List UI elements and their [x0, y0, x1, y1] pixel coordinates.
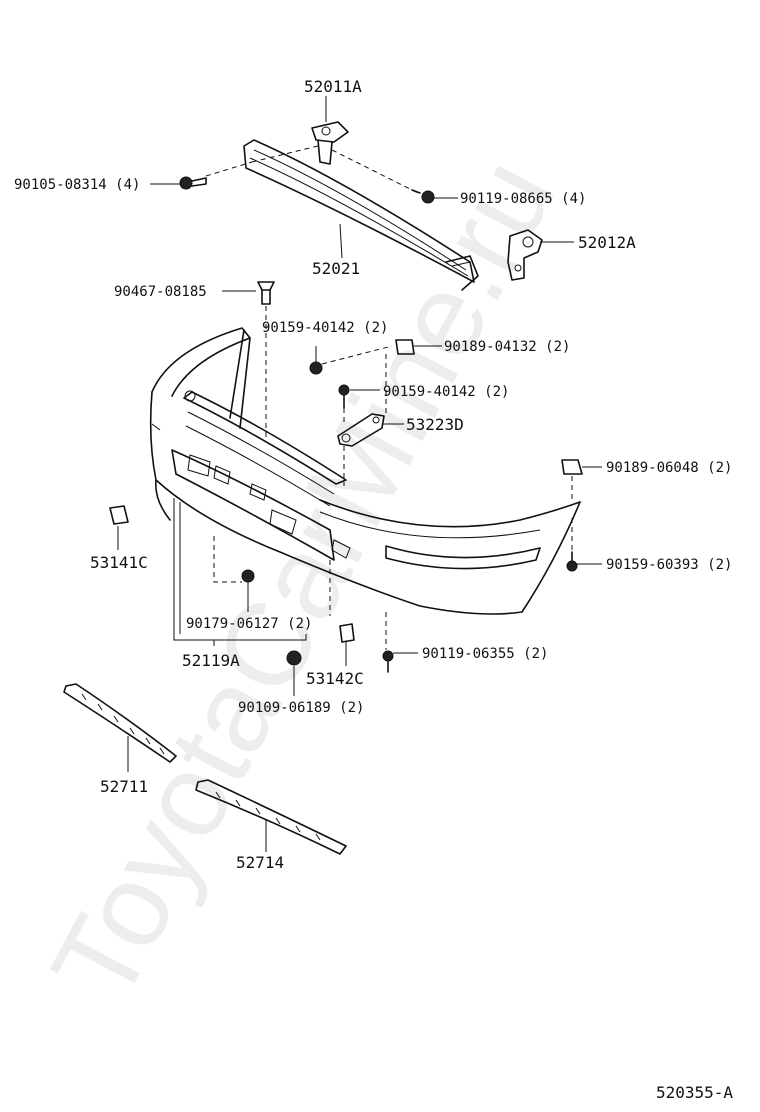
- label-90105-08314: 90105-08314 (4): [14, 177, 140, 193]
- bumper-cover-52119a-drawing: [149, 327, 581, 615]
- label-90119-06355: 90119-06355 (2): [422, 646, 548, 662]
- label-90189-04132: 90189-04132 (2): [444, 339, 570, 355]
- bolt-90105-drawing: [179, 176, 207, 190]
- label-53223d: 53223D: [406, 415, 464, 434]
- clip-90189-04132-drawing: [395, 339, 415, 355]
- part-labels: 52011A 90105-08314 (4) 90119-08665 (4) 5…: [14, 77, 733, 1102]
- label-90189-06048: 90189-06048 (2): [606, 460, 732, 476]
- bracket-52012a-drawing: [507, 229, 543, 281]
- label-52711: 52711: [100, 777, 148, 796]
- label-53141c: 53141C: [90, 553, 148, 572]
- label-52021: 52021: [312, 259, 360, 278]
- label-52119a: 52119A: [182, 651, 240, 670]
- bolt-90159-60393-drawing: [566, 551, 578, 572]
- assembly-lines: [205, 145, 573, 650]
- label-90159-60393: 90159-60393 (2): [606, 557, 732, 573]
- label-90159-40142-a: 90159-40142 (2): [262, 320, 388, 336]
- bolt-90119-06355-drawing: [382, 650, 394, 673]
- label-53142c: 53142C: [306, 669, 364, 688]
- bolt-90159-40142-a-drawing: [309, 361, 323, 375]
- label-90119-08665: 90119-08665 (4): [460, 191, 586, 207]
- watermark-text: ToyotaCarMine.ru: [26, 138, 580, 1022]
- label-90179-06127: 90179-06127 (2): [186, 616, 312, 632]
- label-52714: 52714: [236, 853, 284, 872]
- clip-53142c-drawing: [339, 623, 355, 643]
- seal-52714-drawing: [195, 779, 347, 855]
- label-90467-08185: 90467-08185: [114, 284, 207, 300]
- seal-52711-drawing: [63, 683, 177, 763]
- bolt-90109-drawing: [286, 650, 302, 666]
- bracket-52011a-drawing: [311, 121, 349, 165]
- clip-90467-drawing: [257, 281, 275, 305]
- reinforcement-52021-drawing: [243, 139, 479, 291]
- diagram-code: 520355-A: [656, 1083, 733, 1102]
- label-90159-40142-b: 90159-40142 (2): [383, 384, 509, 400]
- label-52011a: 52011A: [304, 77, 362, 96]
- bolt-90159-40142-b-drawing: [338, 384, 350, 409]
- bolt-90179-drawing: [241, 569, 255, 583]
- label-52012a: 52012A: [578, 233, 636, 252]
- leader-lines: [117, 96, 602, 852]
- clip-90189-06048-drawing: [561, 459, 583, 475]
- label-90109-06189: 90109-06189 (2): [238, 700, 364, 716]
- bracket-53223d-drawing: [337, 413, 385, 447]
- clip-53141c-drawing: [109, 505, 129, 525]
